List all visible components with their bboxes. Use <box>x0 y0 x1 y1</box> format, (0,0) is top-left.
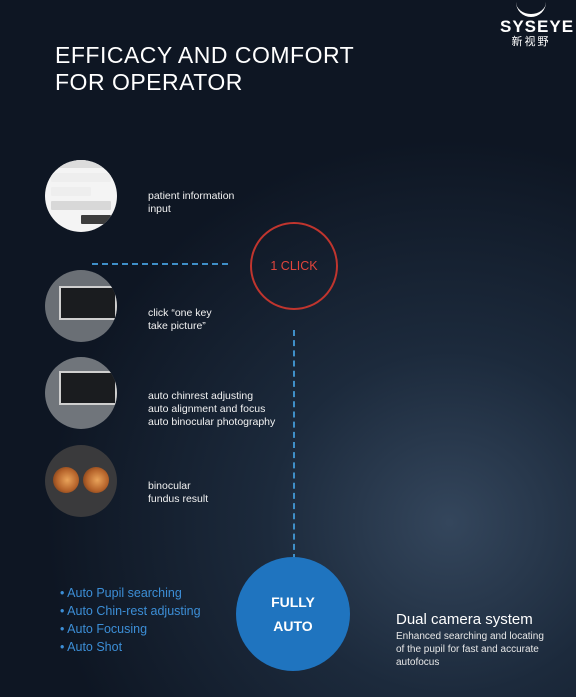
logo-arc-icon <box>516 2 546 17</box>
step-auto-adjusting: auto chinrest adjusting auto alignment a… <box>148 390 276 428</box>
step-fundus-result: binocular fundus result <box>148 480 209 505</box>
fully-auto-badge: FULLY AUTO <box>236 557 350 671</box>
dual-camera-description: Enhanced searching and locating of the p… <box>396 631 544 668</box>
list-item: • Auto Focusing <box>60 622 148 636</box>
one-click-badge: 1 CLICK <box>250 222 338 310</box>
page-title: EFFICACY AND COMFORT FOR OPERATOR <box>55 42 354 96</box>
device-autofocus-thumbnail <box>45 357 117 429</box>
title-line-2: FOR OPERATOR <box>55 69 243 95</box>
dual-camera-title: Dual camera system <box>396 611 533 628</box>
list-item: • Auto Chin-rest adjusting <box>60 604 201 618</box>
brand-chinese-name: 新视野 <box>511 36 551 48</box>
right-fundus-image <box>83 467 109 493</box>
step-one-key-picture: click “one key take picture” <box>148 307 212 332</box>
step-patient-info: patient information input <box>148 190 235 215</box>
brand-logo: SYSEYE 新视野 <box>500 2 575 49</box>
auto-feature-list: • Auto Pupil searching • Auto Chin-rest … <box>60 584 201 656</box>
title-line-1: EFFICACY AND COMFORT <box>55 42 355 68</box>
brand-name: SYSEYE <box>500 17 575 36</box>
device-screen-thumbnail <box>45 270 117 342</box>
dashed-connector-horizontal <box>92 263 228 265</box>
list-item: • Auto Shot <box>60 640 123 654</box>
left-fundus-image <box>53 467 79 493</box>
dashed-connector-vertical <box>293 330 295 560</box>
patient-form-thumbnail <box>45 160 117 232</box>
list-item: • Auto Pupil searching <box>60 586 182 600</box>
fundus-result-thumbnail <box>45 445 117 517</box>
